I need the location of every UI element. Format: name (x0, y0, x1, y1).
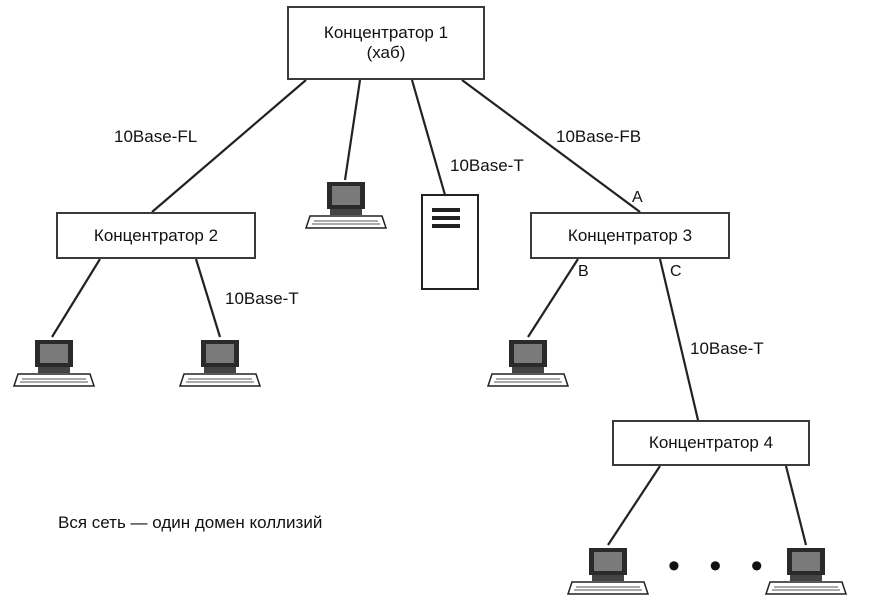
computer-icon (179, 339, 261, 387)
link-hub3-hub4 (658, 258, 700, 421)
hub-4: Концентратор 4 (612, 420, 810, 466)
hub-4-title: Концентратор 4 (648, 433, 774, 452)
link-label-10base-fb: 10Base-FB (556, 127, 642, 146)
collision-domain-caption: Вся сеть — один домен коллизий (58, 513, 323, 532)
link-hub1-hub3 (461, 79, 641, 213)
link-label-10base-fl: 10Base-FL (114, 127, 198, 146)
hub-3-title: Концентратор 3 (567, 225, 693, 245)
link-label-10base-t-hub3: 10Base-T (690, 339, 764, 358)
computer-icon (567, 547, 649, 595)
port-label-c: C (670, 263, 682, 280)
link-label-10base-t-server: 10Base-T (450, 156, 524, 175)
computer-icon (305, 181, 387, 229)
computer-icon (765, 547, 847, 595)
server-icon (421, 194, 479, 290)
port-label-b: B (578, 263, 589, 280)
hub-2: Концентратор 2 (56, 212, 256, 259)
hub-1: Концентратор 1 (хаб) (287, 6, 485, 80)
link-hub3-pc (527, 258, 579, 338)
hub-1-title: Концентратор 1 (323, 23, 449, 42)
link-hub2-pc-right (194, 258, 222, 338)
hub-2-title: Концентратор 2 (93, 225, 219, 245)
hub-3: Концентратор 3 (530, 212, 730, 259)
link-hub1-server (410, 79, 447, 196)
port-label-a: A (632, 189, 643, 206)
computer-icon (487, 339, 569, 387)
computer-icon (13, 339, 95, 387)
link-hub1-pc (343, 79, 362, 181)
link-hub2-pc-left (51, 258, 101, 338)
hub-1-subtitle: (хаб) (366, 43, 406, 62)
link-label-10base-t-hub2: 10Base-T (225, 289, 299, 308)
link-hub4-pc-right (784, 465, 808, 546)
link-hub4-pc-left (607, 465, 661, 546)
more-devices-ellipsis: • • • (668, 547, 773, 585)
link-hub1-hub2 (151, 79, 307, 213)
